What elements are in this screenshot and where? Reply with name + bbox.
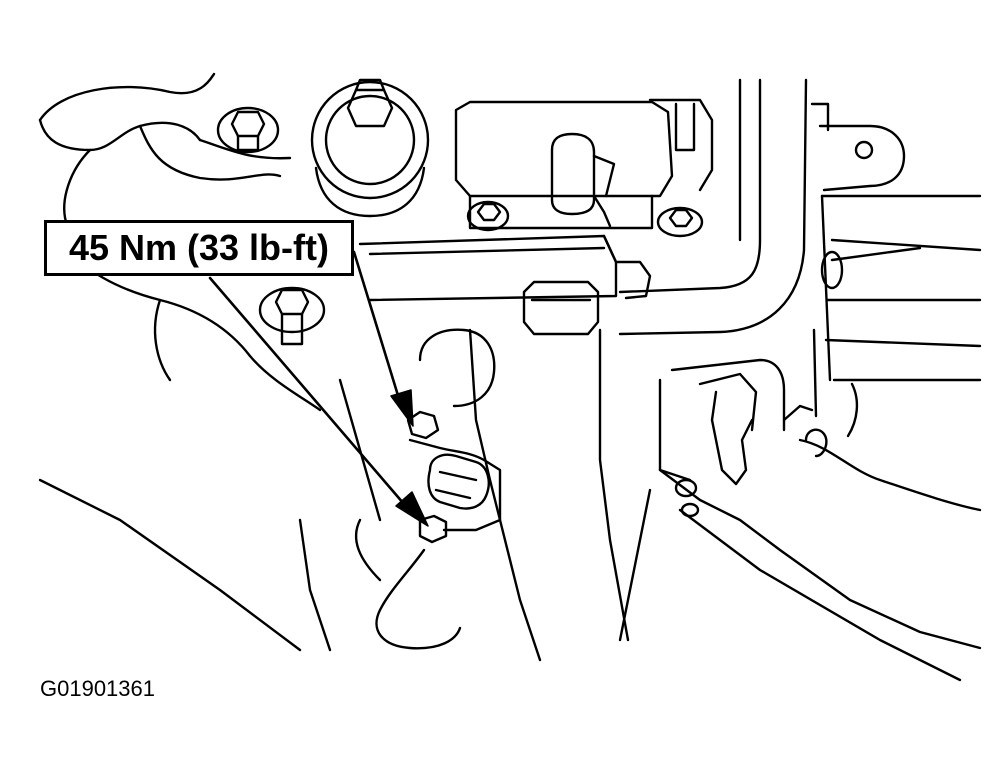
upper-housing: [454, 98, 714, 238]
torque-label: 45 Nm (33 lb-ft): [68, 227, 330, 268]
arrow-head-upper: [390, 389, 414, 427]
figure-id: G01901361: [40, 676, 155, 701]
left-frame-lines: [38, 378, 382, 652]
right-mount-plate: [810, 102, 982, 382]
lower-case: [618, 468, 982, 682]
center-bracket: [658, 328, 982, 512]
tube: [522, 78, 808, 336]
bolt-upper-left: [216, 106, 280, 154]
arrow-head-lower: [395, 491, 429, 527]
torque-leader-lines: [208, 250, 429, 527]
filter-cap: [310, 78, 430, 218]
torque-callout-box: 45 Nm (33 lb-ft): [44, 220, 354, 276]
bolt-mid-left: [258, 286, 326, 346]
brace-bar: [358, 234, 618, 302]
central-post: [468, 328, 630, 662]
lower-mount-bracket: [354, 328, 502, 650]
